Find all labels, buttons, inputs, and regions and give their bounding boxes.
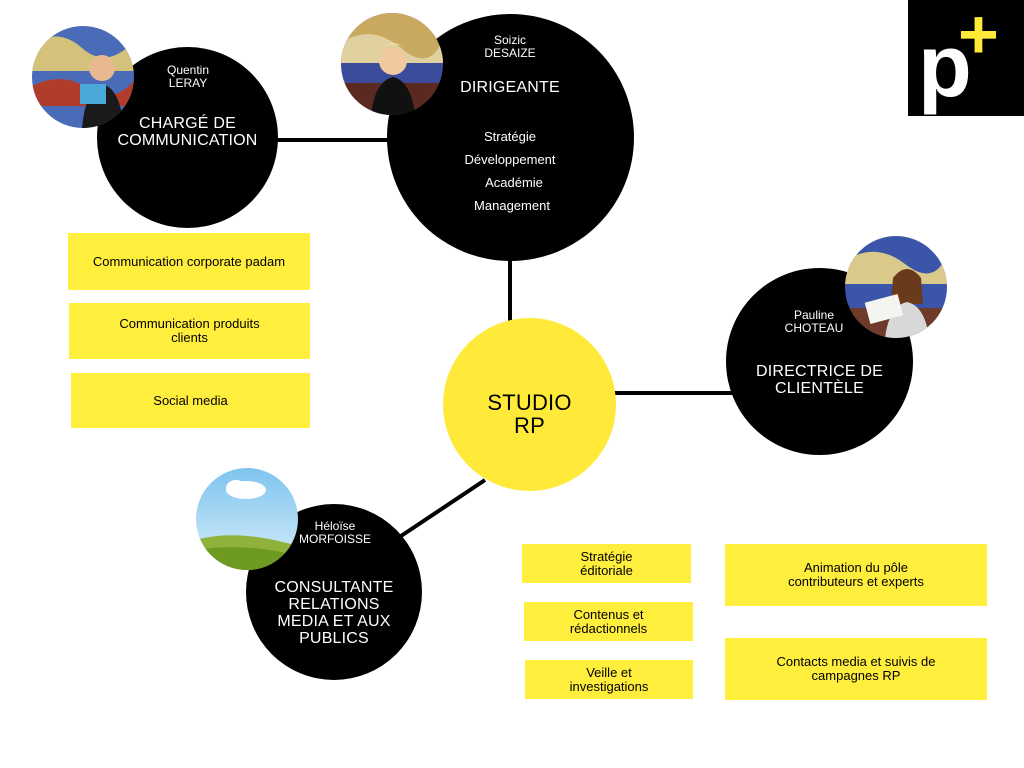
padam-logo-icon: p + <box>918 0 999 115</box>
logo-plus: + <box>958 0 999 73</box>
consultante-box-5: Contacts media et suivis de campagnes RP <box>725 638 987 700</box>
studio-rp-line1: STUDIO <box>487 390 572 415</box>
studio-rp-line2: RP <box>514 413 545 438</box>
dirigeante-task-4: Management <box>474 198 550 213</box>
communication-role-line2: COMMUNICATION <box>117 132 258 149</box>
clientele-role-line2: CLIENTÈLE <box>775 380 864 397</box>
quentin-last-name: LERAY <box>168 76 208 90</box>
logo-letter: p <box>918 16 972 115</box>
heloise-photo <box>196 468 298 570</box>
dirigeante-role: DIRIGEANTE <box>460 79 560 96</box>
communication-box-3: Social media <box>71 373 310 428</box>
consultante-box-4-label: Animation du pôle contributeurs et exper… <box>788 560 924 589</box>
soizic-photo <box>341 13 443 115</box>
consultante-role-line2: RELATIONS <box>288 596 380 613</box>
dirigeante-task-3: Académie <box>485 175 543 190</box>
line-studio-consultante <box>393 478 487 542</box>
consultante-box-3: Veille et investigations <box>525 660 693 699</box>
heloise-first-name: Héloïse <box>314 519 356 533</box>
communication-box-1-label: Communication corporate padam <box>92 253 286 269</box>
soizic-last-name: DESAIZE <box>484 46 536 60</box>
consultante-role-line1: CONSULTANTE <box>274 579 394 596</box>
soizic-first-name: Soizic <box>493 33 526 47</box>
communication-box-3-label: Social media <box>153 392 228 408</box>
heloise-last-name: MORFOISSE <box>298 532 371 546</box>
communication-box-1: Communication corporate padam <box>68 233 310 290</box>
consultante-box-1: Stratégie éditoriale <box>522 544 691 583</box>
pauline-photo <box>845 236 947 338</box>
dirigeante-task-1: Stratégie <box>483 129 537 144</box>
communication-box-2-label: Communication produits clients <box>119 316 260 345</box>
consultante-role-line4: PUBLICS <box>299 630 369 647</box>
quentin-first-name: Quentin <box>166 63 210 77</box>
pauline-last-name: CHOTEAU <box>784 321 844 335</box>
studio-rp-node <box>443 318 616 491</box>
consultante-box-2-label: Contenus et rédactionnels <box>569 606 648 636</box>
padam-logo: p + <box>908 0 1024 116</box>
clientele-role-line1: DIRECTRICE DE <box>755 363 884 380</box>
consultante-role-line3: MEDIA ET AUX <box>277 613 391 630</box>
communication-box-2: Communication produits clients <box>69 303 310 359</box>
communication-role-line1: CHARGÉ DE <box>139 115 236 132</box>
consultante-box-5-label: Contacts media et suivis de campagnes RP <box>776 654 936 683</box>
consultante-box-2: Contenus et rédactionnels <box>524 602 693 641</box>
consultante-box-3-label: Veille et investigations <box>569 664 649 694</box>
dirigeante-task-2: Développement <box>464 152 556 167</box>
consultante-box-1-label: Stratégie éditoriale <box>580 548 633 578</box>
quentin-photo <box>32 26 134 128</box>
consultante-box-4: Animation du pôle contributeurs et exper… <box>725 544 987 606</box>
pauline-first-name: Pauline <box>793 308 835 322</box>
